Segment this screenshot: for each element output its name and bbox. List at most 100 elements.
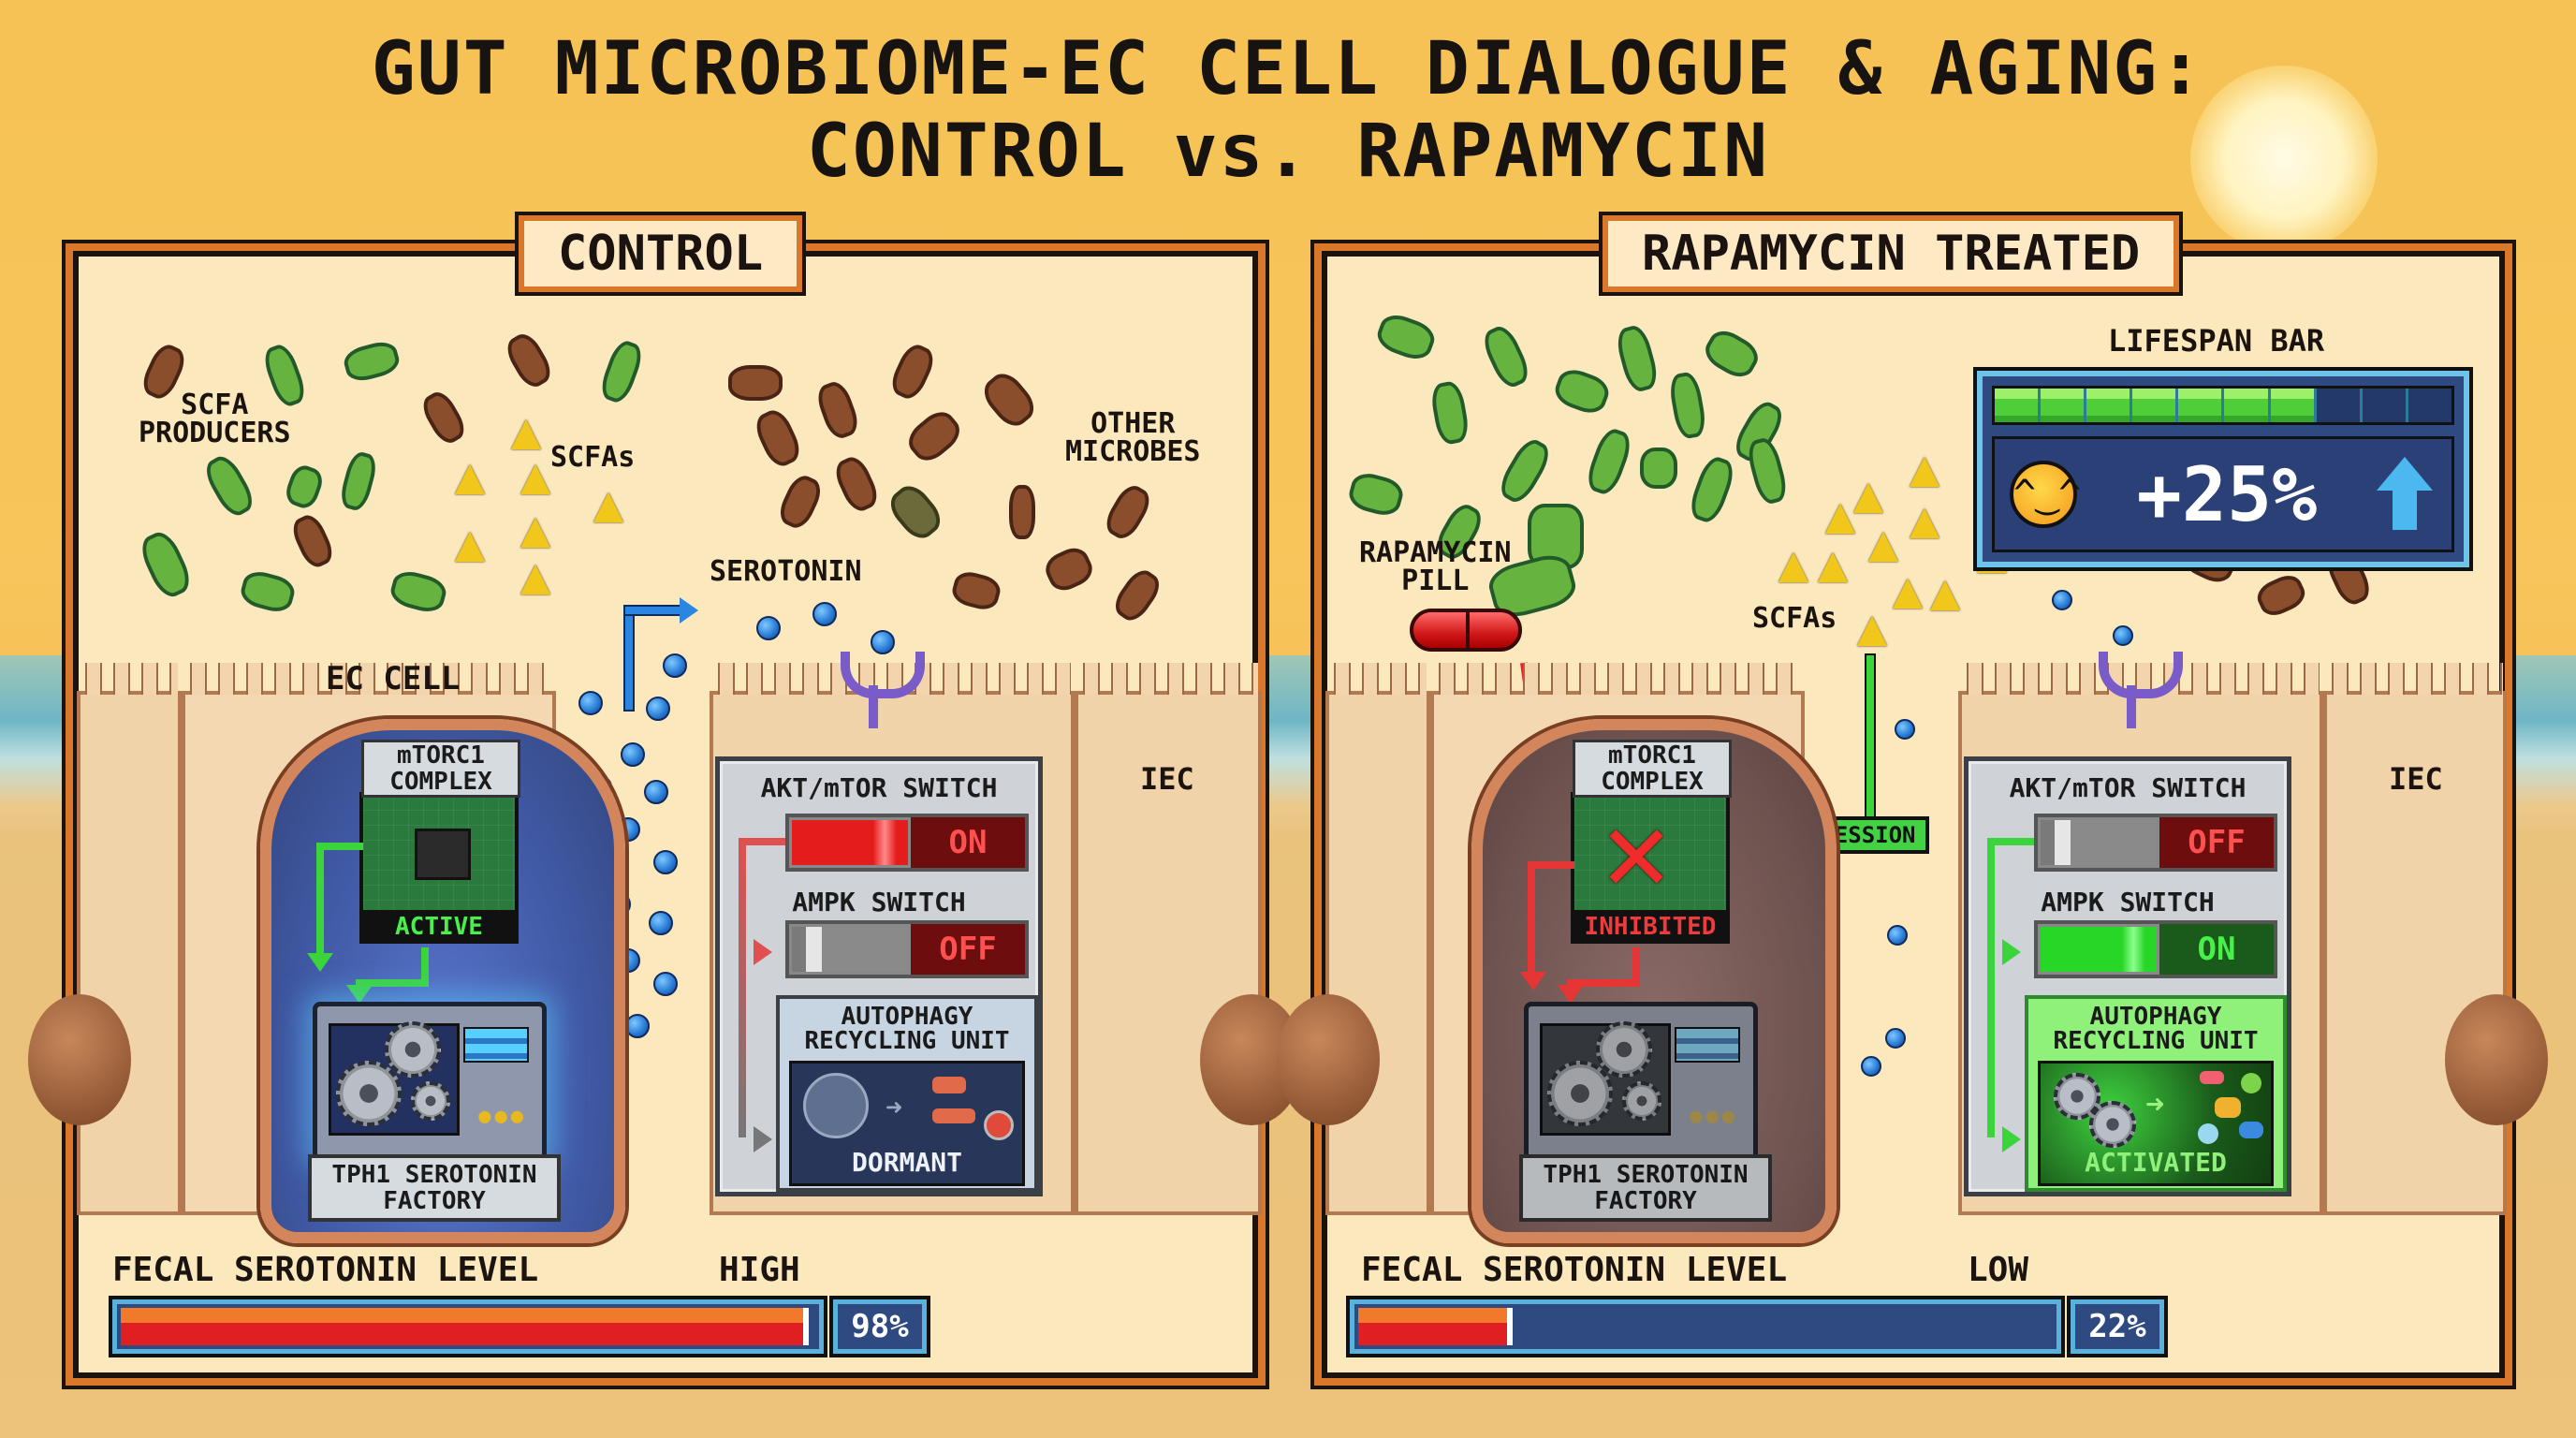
scfa-triangle-icon — [1853, 483, 1883, 513]
autophagy-title: AUTOPHAGY RECYCLING UNIT — [804, 1003, 1010, 1055]
other-microbe-icon — [287, 510, 338, 572]
debris-icon — [932, 1077, 966, 1093]
serotonin-molecule-icon — [2052, 590, 2072, 610]
switch-slider[interactable] — [2038, 924, 2159, 975]
ampk-switch[interactable]: ON — [2034, 920, 2277, 978]
serotonin-molecule-icon — [812, 602, 837, 626]
lifespan-bar: ^‿^ +25% — [1977, 371, 2469, 567]
title-line-2: CONTROL vs. RAPAMYCIN — [806, 110, 1770, 194]
gear-icon — [1547, 1061, 1613, 1126]
activation-arrow-icon — [346, 985, 373, 1004]
scfa-producer-microbe-icon — [1686, 453, 1738, 526]
activation-line — [356, 979, 429, 987]
lifespan-value: +25% — [2136, 450, 2318, 538]
meter-fill — [121, 1308, 809, 1345]
inhibition-arrow-icon — [1520, 972, 1546, 990]
factory-display-icon — [463, 1027, 529, 1063]
sun-decoration — [2190, 66, 2378, 253]
scfa-producer-microbe-icon — [1744, 435, 1791, 506]
iec-label: IEC — [1140, 761, 1194, 797]
serotonin-molecule-icon — [644, 780, 668, 804]
scfa-triangle-icon — [1893, 579, 1923, 609]
scfa-producer-microbe-icon — [1667, 370, 1708, 441]
serotonin-receptor-icon — [2099, 652, 2183, 728]
gear-icon — [385, 1021, 441, 1078]
serotonin-molecule-icon — [663, 653, 687, 678]
gear-icon — [1596, 1021, 1652, 1078]
ampk-switch-title: AMPK SWITCH — [2041, 887, 2215, 917]
lifespan-segment — [2363, 389, 2408, 422]
mtorc1-label: mTORC1 COMPLEX — [361, 740, 520, 798]
switch-slider[interactable] — [2038, 817, 2159, 868]
signal-connector — [1987, 838, 2034, 845]
other-microbe-icon — [774, 471, 827, 533]
akt-mtor-switch[interactable]: ON — [785, 814, 1029, 872]
up-arrow-icon — [2377, 457, 2433, 532]
serotonin-molecule-icon — [646, 697, 670, 721]
tph1-serotonin-factory: ●●● TPH1 SEROTONIN FACTORY — [1519, 1002, 1772, 1222]
signaling-console: AKT/mTOR SWITCH OFF AMPK SWITCH ON AUTOP… — [1964, 756, 2291, 1196]
ampk-switch[interactable]: OFF — [785, 920, 1029, 978]
nutrient-icon — [2198, 1123, 2218, 1144]
mtorc1-status: ACTIVE — [359, 910, 519, 944]
mtorc1-complex-chip: mTORC1 COMPLEX ✕ INHIBITED — [1571, 740, 1732, 944]
serotonin-molecule-icon — [1887, 925, 1908, 946]
other-microbe-icon — [728, 365, 783, 401]
lifespan-segment — [2041, 389, 2087, 422]
signal-connector — [1987, 838, 1995, 1137]
other-microbe-icon — [886, 340, 939, 404]
microvilli — [2327, 663, 2503, 695]
scfa-triangle-icon — [1857, 616, 1887, 646]
fecal-serotonin-meter — [112, 1299, 824, 1354]
scfa-triangle-icon — [1910, 508, 1939, 538]
scfa-producer-microbe-icon — [199, 450, 259, 521]
nutrient-icon — [2239, 1122, 2263, 1138]
scfa-triangle-icon — [520, 518, 550, 548]
repression-line — [1866, 655, 1874, 835]
iec-label: IEC — [2389, 761, 2443, 797]
switch-slider[interactable] — [789, 817, 911, 868]
scfa-producer-microbe-icon — [596, 337, 647, 406]
rapamycin-panel-tab: RAPAMYCIN TREATED — [1603, 215, 2180, 292]
scfas-label: SCFAs — [550, 441, 636, 474]
akt-mtor-state: OFF — [2159, 817, 2274, 868]
iec-cell-left — [1277, 663, 1430, 1215]
scfa-producer-microbe-icon — [1372, 309, 1440, 365]
gear-icon — [336, 1061, 402, 1126]
lifespan-segment — [1995, 389, 2042, 422]
serotonin-molecule-icon — [1861, 1056, 1881, 1077]
fecal-serotonin-label: FECAL SEROTONIN LEVEL — [1361, 1251, 1788, 1289]
lifespan-readout: ^‿^ +25% — [1992, 436, 2454, 552]
inhibition-line — [1567, 979, 1640, 987]
scfa-triangle-icon — [1910, 457, 1939, 487]
inhibition-line — [1528, 861, 1574, 869]
serotonin-molecule-icon — [871, 630, 895, 654]
lifespan-segment — [2317, 389, 2363, 422]
scfa-producer-microbe-icon — [1640, 448, 1677, 489]
signal-arrow-icon — [2002, 939, 2021, 965]
other-microbe-icon — [901, 404, 967, 468]
other-microbe-icon — [884, 478, 947, 546]
ec-cell: mTORC1 COMPLEX ACTIVE ●●● TPH1 SEROTONIN… — [260, 719, 625, 1243]
rapamycin-panel: RAPAMYCIN TREATED SCFAs LIFESPAN BAR — [1277, 215, 2548, 1386]
other-microbe-icon — [417, 387, 470, 448]
akt-mtor-switch[interactable]: OFF — [2034, 814, 2277, 872]
gear-icon — [411, 1081, 450, 1121]
scfa-producer-microbe-icon — [1345, 469, 1407, 520]
scfa-triangle-icon — [455, 532, 485, 562]
autophagy-screen: ➜ DORMANT — [789, 1061, 1025, 1186]
scfa-triangle-icon — [593, 492, 623, 522]
meter-fill — [1358, 1308, 1513, 1345]
switch-slider[interactable] — [789, 924, 911, 975]
microvilli — [1962, 663, 2320, 695]
signal-connector — [739, 838, 746, 1137]
autophagy-status: ACTIVATED — [2085, 1147, 2227, 1178]
tph1-serotonin-factory: ●●● TPH1 SEROTONIN FACTORY — [308, 1002, 561, 1222]
scfa-triangle-icon — [1825, 504, 1855, 534]
ampk-state: ON — [2159, 924, 2274, 975]
scfa-producer-microbe-icon — [1583, 425, 1635, 498]
mtorc1-label: mTORC1 COMPLEX — [1573, 740, 1732, 798]
lifespan-segment — [2132, 389, 2179, 422]
debris-icon — [932, 1108, 975, 1123]
lifespan-segment — [2408, 389, 2452, 422]
